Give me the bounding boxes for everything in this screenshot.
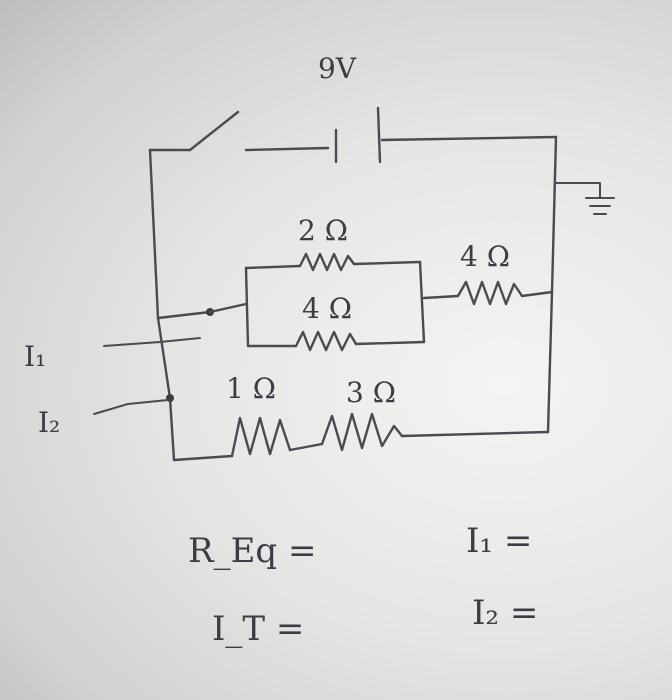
resistor-4ohm-parallel-icon [294, 330, 358, 352]
battery-lead-left [244, 146, 330, 152]
top-branch [148, 106, 558, 164]
left-lower-wire [156, 316, 176, 462]
r4p-lead-right [354, 340, 426, 346]
req-question: R_Eq = [188, 531, 316, 571]
resistor-4ohm-right-icon [456, 280, 524, 306]
r2-lead-left [244, 264, 302, 270]
right-outer-wire-lower [546, 290, 554, 434]
i1-question: I₁ = [466, 521, 532, 561]
r2-lead-right [352, 260, 422, 266]
bottom-lead-right [400, 430, 550, 438]
i2-pointer-line [93, 399, 169, 415]
resistor-1ohm-icon [230, 416, 292, 458]
right-outer-wire-upper [550, 135, 558, 294]
i1-pointer-line [103, 337, 201, 347]
r4r-lead-left [422, 294, 460, 300]
resistor-3ohm-label: 3 Ω [346, 376, 396, 409]
left-outer-wire [148, 148, 160, 320]
current-i2-label: I₂ [38, 406, 60, 439]
resistor-2ohm-label: 2 Ω [298, 214, 348, 247]
r4r-lead-right [520, 290, 554, 298]
resistor-3ohm-icon [320, 412, 404, 452]
current-i1-label: I₁ [24, 340, 46, 373]
battery-voltage-label: 9V [318, 52, 357, 85]
node-wire [156, 310, 212, 320]
resistor-2ohm-icon [298, 252, 356, 272]
resistor-4ohm-parallel-label: 4 Ω [302, 292, 352, 325]
it-question: I_T = [212, 609, 304, 649]
ground-icon [555, 182, 615, 215]
node-to-parallel-wire [208, 302, 248, 314]
bottom-lead-left [172, 454, 234, 462]
parallel-right-rail [418, 260, 426, 344]
resistor-1ohm-label: 1 Ω [226, 372, 276, 405]
i2-question: I₂ = [472, 593, 538, 633]
battery-long-plate [376, 106, 382, 164]
bottom-lead-middle [288, 442, 324, 452]
switch-icon [188, 110, 240, 152]
resistor-4ohm-right-label: 4 Ω [460, 240, 510, 273]
top-right-wire [380, 135, 558, 142]
parallel-left-rail [244, 266, 250, 348]
